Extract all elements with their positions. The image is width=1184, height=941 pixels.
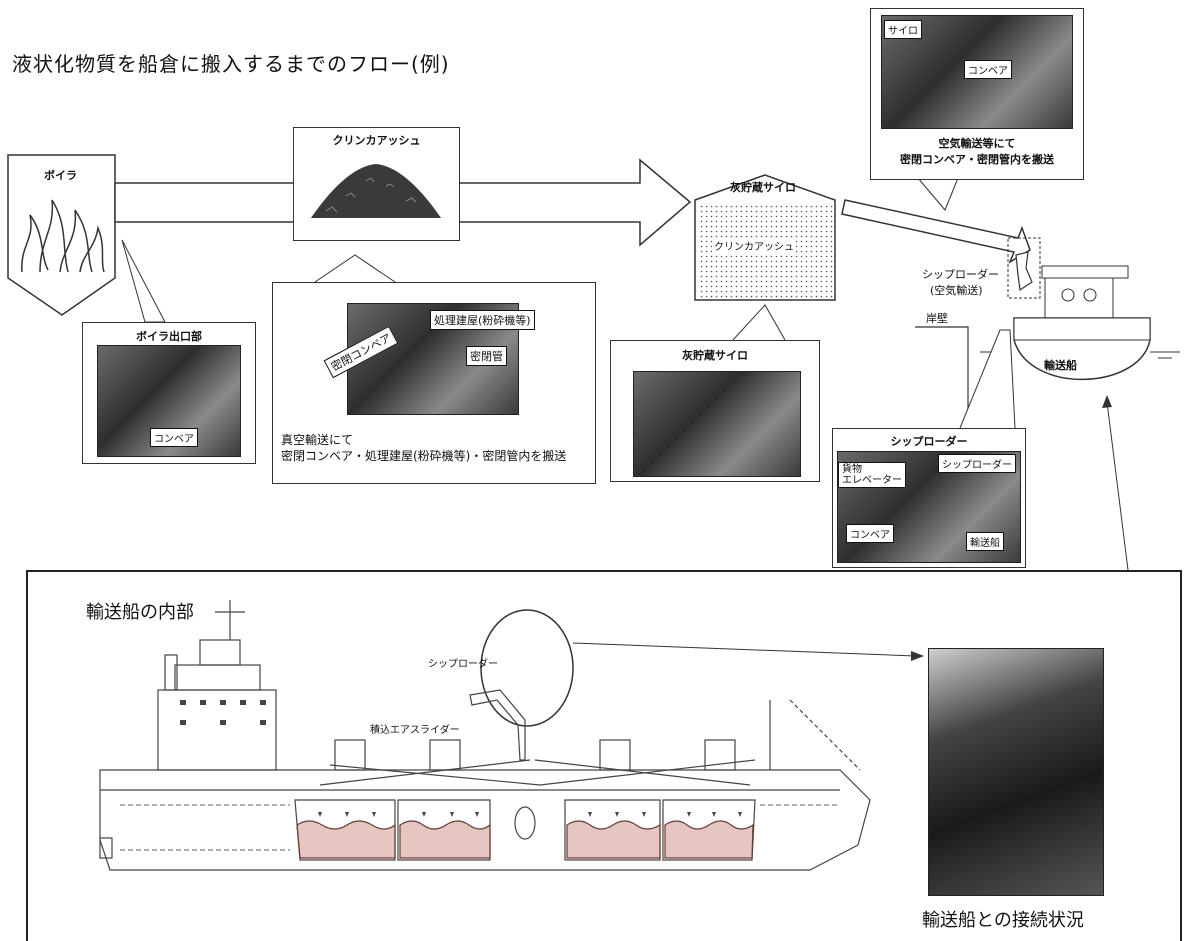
- clinker-ash-callout: クリンカアッシュ: [293, 127, 460, 241]
- shiploader-highlight-oval: [480, 609, 574, 727]
- processing-building-tag: 処理建屋(粉砕機等): [430, 310, 535, 330]
- top-right-caption-1: 空気輸送等にて: [938, 137, 1016, 150]
- processing-caption-1: 真空輸送にて: [281, 433, 354, 447]
- ship-cross-section: [99, 600, 871, 871]
- processing-photo: 密閉コンベア 処理建屋(粉砕機等) 密閉管: [323, 303, 535, 415]
- silo-tag: サイロ: [884, 20, 922, 39]
- shiploader-label: シップローダー: [922, 268, 999, 281]
- page-title: 液状化物質を船倉に搬入するまでのフロー(例): [12, 52, 450, 76]
- conveyor-tag: コンベア: [964, 60, 1012, 79]
- boiler-shape: [7, 154, 116, 316]
- clinker-ash-label: クリンカアッシュ: [332, 134, 421, 147]
- shiploader-photo: 貨物 エレベーター シップローダー コンベア 輸送船: [837, 451, 1021, 563]
- interior-shiploader-label: シップローダー: [428, 659, 498, 670]
- boiler-exit-callout: ボイラ出口部 コンベア: [82, 322, 256, 464]
- photo-conveyor-tag: コンベア: [846, 524, 894, 543]
- connection-caption: 輸送船との接続状況: [922, 910, 1084, 931]
- interior-air-slider-label: 積込エアスライダー: [370, 725, 460, 736]
- shiploader-duct: [1015, 251, 1033, 292]
- ship-interior-title: 輸送船の内部: [86, 602, 194, 623]
- closed-conveyor-tag: 密閉コンベア: [323, 325, 399, 379]
- connection-photo: [928, 648, 1104, 896]
- boiler-label: ボイラ: [44, 169, 77, 182]
- ship-interior-panel: [26, 570, 1182, 941]
- boiler-exit-label: ボイラ出口部: [136, 330, 202, 343]
- silo-conveyor-photo: サイロ コンベア: [881, 15, 1073, 129]
- top-right-callout: サイロ コンベア 空気輸送等にて 密閉コンベア・密閉管内を搬送: [870, 8, 1084, 180]
- quay-wall: [915, 326, 969, 420]
- top-right-caption-2: 密閉コンベア・密閉管内を搬送: [900, 153, 1054, 166]
- shiploader-photo-label: シップローダー: [890, 435, 968, 448]
- shiploader-sublabel: (空気輸送): [930, 284, 983, 297]
- flow-arrow-to-shiploader: [841, 199, 1031, 264]
- shiploader-photo-callout: シップローダー 貨物 エレベーター シップローダー コンベア 輸送船: [832, 428, 1026, 568]
- cargo-elevator-tag: 貨物 エレベーター: [838, 462, 906, 488]
- quay-label: 岸壁: [926, 312, 948, 325]
- ship-label: 輸送船: [1044, 359, 1077, 372]
- flame-icon: [21, 199, 105, 273]
- processing-callout: 密閉コンベア 処理建屋(粉砕機等) 密閉管 真空輸送にて 密閉コンベア・処理建屋…: [272, 282, 596, 484]
- photo-ship-tag: 輸送船: [966, 532, 1004, 551]
- silo-label: 灰貯蔵サイロ: [730, 181, 796, 194]
- shiploader-dashed-box: [1007, 237, 1041, 299]
- silo-photo: [633, 371, 801, 477]
- boiler-exit-photo: コンベア: [97, 345, 241, 457]
- boiler-exit-conveyor-tag: コンベア: [150, 428, 198, 447]
- silo-photo-callout: 灰貯蔵サイロ: [610, 340, 820, 482]
- loader-tag: シップローダー: [938, 454, 1016, 473]
- clinker-pile-icon: [311, 164, 441, 218]
- closed-pipe-tag: 密閉管: [466, 346, 507, 366]
- silo-inner-label: クリンカアッシュ: [712, 238, 796, 253]
- processing-caption-2: 密閉コンベア・処理建屋(粉砕機等)・密閉管内を搬送: [281, 449, 567, 463]
- silo-photo-label: 灰貯蔵サイロ: [682, 349, 748, 362]
